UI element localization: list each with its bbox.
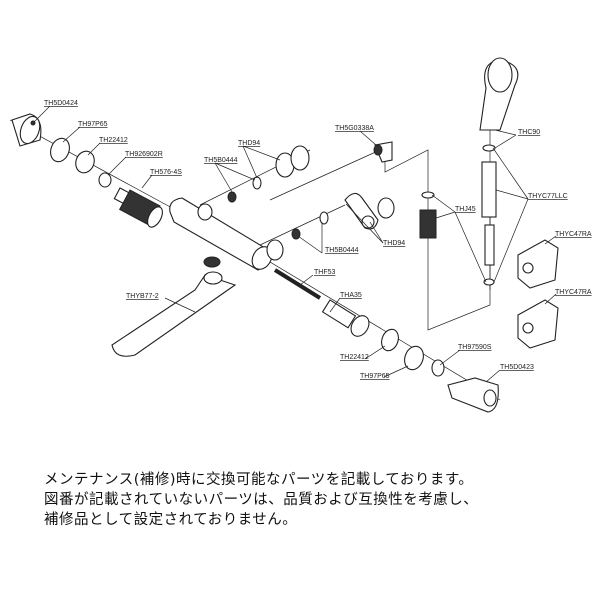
cartridge-tha35 bbox=[321, 299, 370, 337]
label-th5b0444-upper: TH5B0444 bbox=[204, 157, 238, 164]
washer-th926902r bbox=[98, 172, 112, 188]
label-thf53: THF53 bbox=[314, 269, 336, 276]
spout-thyb77 bbox=[111, 271, 237, 357]
hose-end bbox=[483, 278, 495, 286]
washer-thj45 bbox=[421, 191, 435, 199]
holder-thyc47ra-lower bbox=[517, 299, 559, 349]
washer-thd94-lower bbox=[319, 211, 329, 225]
filter-th5b0444-lower bbox=[291, 228, 301, 240]
note-line-1: メンテナンス(補修)時に交換可能なパーツを記載しております。 bbox=[44, 472, 474, 488]
label-tha35: THA35 bbox=[340, 292, 362, 299]
washer-thd94-upper bbox=[252, 176, 262, 190]
label-th97p65: TH97P65 bbox=[78, 121, 108, 128]
label-thd94-upper: THD94 bbox=[238, 140, 260, 147]
ring-th22412-lower bbox=[381, 328, 399, 352]
label-th576-4s: TH576-4S bbox=[150, 169, 182, 176]
hose-fitting-bottom bbox=[484, 224, 495, 266]
label-thyb77-2: THYB77-2 bbox=[126, 293, 159, 300]
leader-lines bbox=[33, 105, 557, 383]
label-thyc47ra-lower: THYC47RA bbox=[555, 289, 592, 296]
label-thd94-lower: THD94 bbox=[383, 240, 405, 247]
label-thyc77llc: THYC77LLC bbox=[528, 193, 568, 200]
label-th97p65-lower: TH97P65 bbox=[360, 373, 390, 380]
union-thd94-upper bbox=[275, 145, 310, 178]
hose-fitting-top bbox=[481, 161, 497, 218]
ring-th97p65-lower bbox=[404, 345, 424, 371]
holder-thyc47ra-upper bbox=[517, 239, 559, 289]
shower-head bbox=[479, 57, 519, 131]
label-th97590s: TH97590S bbox=[458, 344, 492, 351]
adapter-thj45 bbox=[419, 209, 437, 239]
label-th5b0444-lower: TH5B0444 bbox=[325, 247, 359, 254]
note-line-3: 補修品として設定されておりません。 bbox=[44, 512, 298, 528]
label-th5d0423: TH5D0423 bbox=[500, 364, 534, 371]
ring-th22412 bbox=[75, 150, 95, 174]
label-th5d0424: TH5D0424 bbox=[44, 100, 78, 107]
union-thd94-lower bbox=[344, 192, 395, 230]
ring-th97590s bbox=[431, 359, 445, 377]
label-th22412: TH22412 bbox=[99, 137, 128, 144]
spindle-thf53 bbox=[273, 268, 322, 300]
note-line-2: 図番が記載されていないパーツは、品質および互換性を考慮し、 bbox=[44, 492, 479, 508]
part-labels: TH5D0424 TH97P65 TH22412 TH926902R TH576… bbox=[44, 100, 592, 380]
label-th926902r: TH926902R bbox=[125, 151, 163, 158]
elbow-th5g0338a bbox=[373, 141, 393, 163]
faucet-body bbox=[169, 197, 284, 271]
assembly-lines bbox=[9, 119, 501, 401]
ring-th97p65 bbox=[50, 137, 70, 163]
maintenance-notes: メンテナンス(補修)時に交換可能なパーツを記載しております。 図番が記載されてい… bbox=[44, 470, 478, 530]
temperature-handle-cap bbox=[11, 113, 42, 147]
label-thj45: THJ45 bbox=[455, 206, 476, 213]
cartridge-th576 bbox=[113, 187, 163, 228]
label-th5g0338a: TH5G0338A bbox=[335, 125, 374, 132]
label-th22412-lower: TH22412 bbox=[340, 354, 369, 361]
filter-th5b0444-upper bbox=[227, 191, 237, 203]
label-thyc47ra-upper: THYC47RA bbox=[555, 231, 592, 238]
handle-th5d0423 bbox=[447, 377, 499, 413]
label-thc90: THC90 bbox=[518, 129, 540, 136]
